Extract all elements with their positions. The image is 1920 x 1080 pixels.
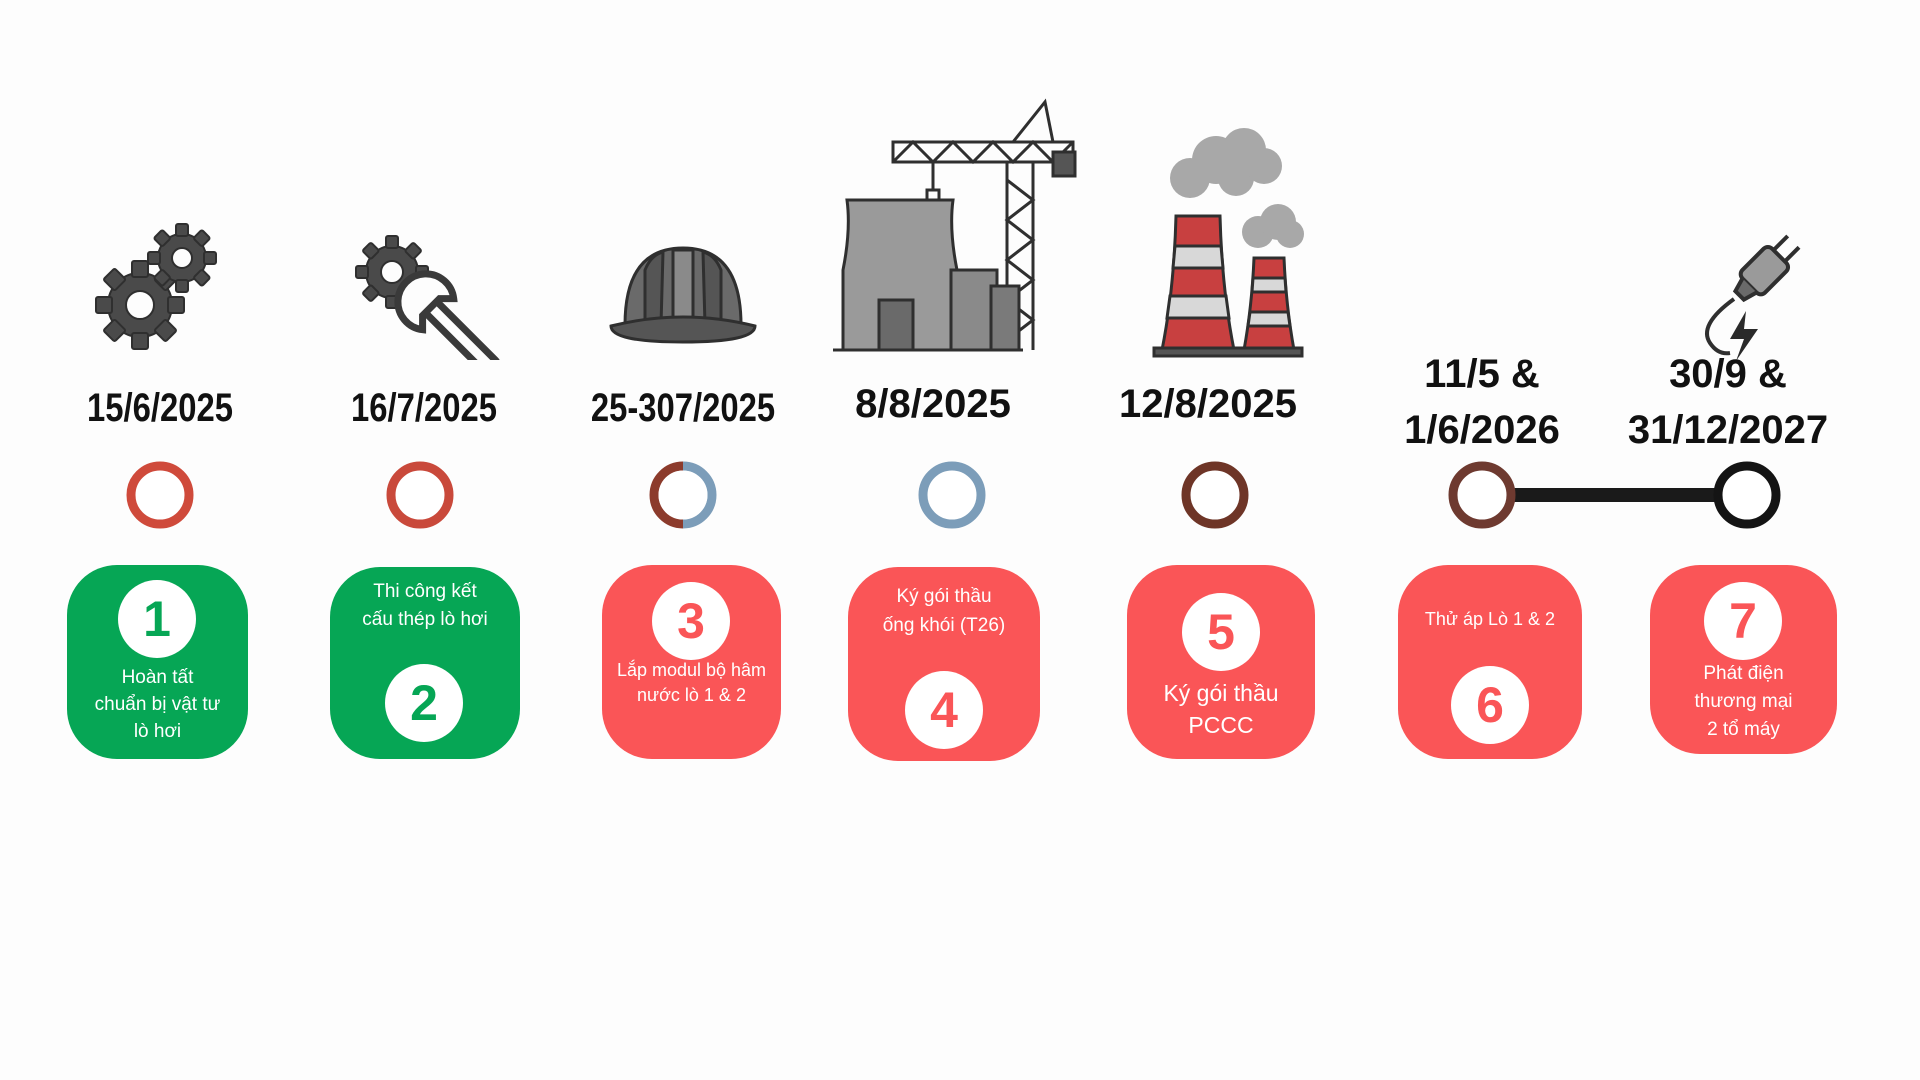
milestone-card-6: Thử áp Lò 1 & 2 6 — [1398, 565, 1582, 759]
milestone-date: 16/7/2025 — [351, 386, 497, 430]
milestone-date: 30/9 & 31/12/2027 — [1627, 352, 1829, 452]
gears-icon — [95, 223, 217, 350]
step-number-badge: 4 — [905, 671, 983, 749]
milestone-card-5: 5 Ký gói thầu PCCC — [1127, 565, 1315, 759]
milestone-7: 30/9 & 31/12/2027 — [1578, 0, 1878, 1080]
step-number-badge: 6 — [1451, 666, 1529, 744]
milestone-description: Hoàn tất chuẩn bị vật tư lò hơi — [94, 667, 221, 742]
milestone-date: 15/6/2025 — [87, 386, 233, 430]
timeline-node-3 — [658, 470, 708, 520]
electric-plug-icon — [1705, 234, 1801, 361]
milestone-2-icon-area — [274, 130, 574, 360]
milestone-card-7: 7 Phát điện thương mại 2 tổ máy — [1650, 565, 1837, 754]
milestone-description: Thử áp Lò 1 & 2 — [1424, 609, 1556, 629]
milestone-description: Phát điện thương mại 2 tổ máy — [1694, 663, 1793, 740]
milestone-3: 25-307/2025 — [533, 0, 833, 1080]
gear-wrench-icon — [355, 235, 501, 360]
milestone-card-1: 1 Hoàn tất chuẩn bị vật tư lò hơi — [67, 565, 248, 759]
milestone-5-icon-area — [1058, 120, 1358, 360]
step-number-badge: 5 — [1182, 593, 1260, 671]
milestone-5: 12/8/2025 — [1058, 0, 1358, 1080]
construction-crane-icon — [833, 98, 1077, 352]
step-number-badge: 3 — [652, 582, 730, 660]
milestone-1-icon-area — [10, 130, 310, 360]
milestone-card-4: Ký gói thầu ống khói (T26) 4 — [848, 567, 1040, 761]
milestone-date: 8/8/2025 — [855, 382, 1011, 426]
milestone-date: 12/8/2025 — [1119, 382, 1297, 426]
milestone-1: 15/6/2025 — [10, 0, 310, 1080]
milestone-description: Ký gói thầu PCCC — [1163, 680, 1279, 738]
milestone-description: Lắp modul bộ hâm nước lò 1 & 2 — [616, 660, 767, 705]
milestone-description: Thi công kết cấu thép lò hơi — [362, 581, 488, 630]
timeline-node-3-right — [682, 461, 717, 529]
step-number-badge: 7 — [1704, 582, 1782, 660]
timeline-node-2 — [386, 461, 454, 529]
milestone-description: Ký gói thầu ống khói (T26) — [882, 586, 1006, 636]
milestone-7-icon-area — [1578, 215, 1878, 365]
milestone-4-icon-area — [783, 50, 1083, 360]
milestone-4: 8/8/2025 — [783, 0, 1083, 1080]
milestone-2: 16/7/2025 — [274, 0, 574, 1080]
timeline-node-7 — [1713, 461, 1781, 529]
milestone-date: 25-307/2025 — [590, 386, 776, 430]
timeline-node-6 — [1448, 461, 1516, 529]
timeline-node-5 — [1181, 461, 1249, 529]
milestone-date: 11/5 & 1/6/2026 — [1404, 352, 1560, 452]
timeline-line — [126, 461, 1781, 529]
milestone-card-3: 3 Lắp modul bộ hâm nước lò 1 & 2 — [602, 565, 781, 759]
timeline-node-3-left — [649, 461, 684, 529]
power-plant-chimney-icon — [1152, 128, 1304, 358]
milestone-card-2: Thi công kết cấu thép lò hơi 2 — [330, 567, 520, 759]
hard-hat-icon — [609, 246, 757, 344]
step-number-badge: 2 — [385, 664, 463, 742]
step-number-badge: 1 — [118, 580, 196, 658]
milestone-3-icon-area — [533, 130, 833, 360]
timeline-node-1 — [126, 461, 194, 529]
timeline-node-4 — [918, 461, 986, 529]
milestone-6: 11/5 & 1/6/2026 — [1332, 0, 1632, 1080]
